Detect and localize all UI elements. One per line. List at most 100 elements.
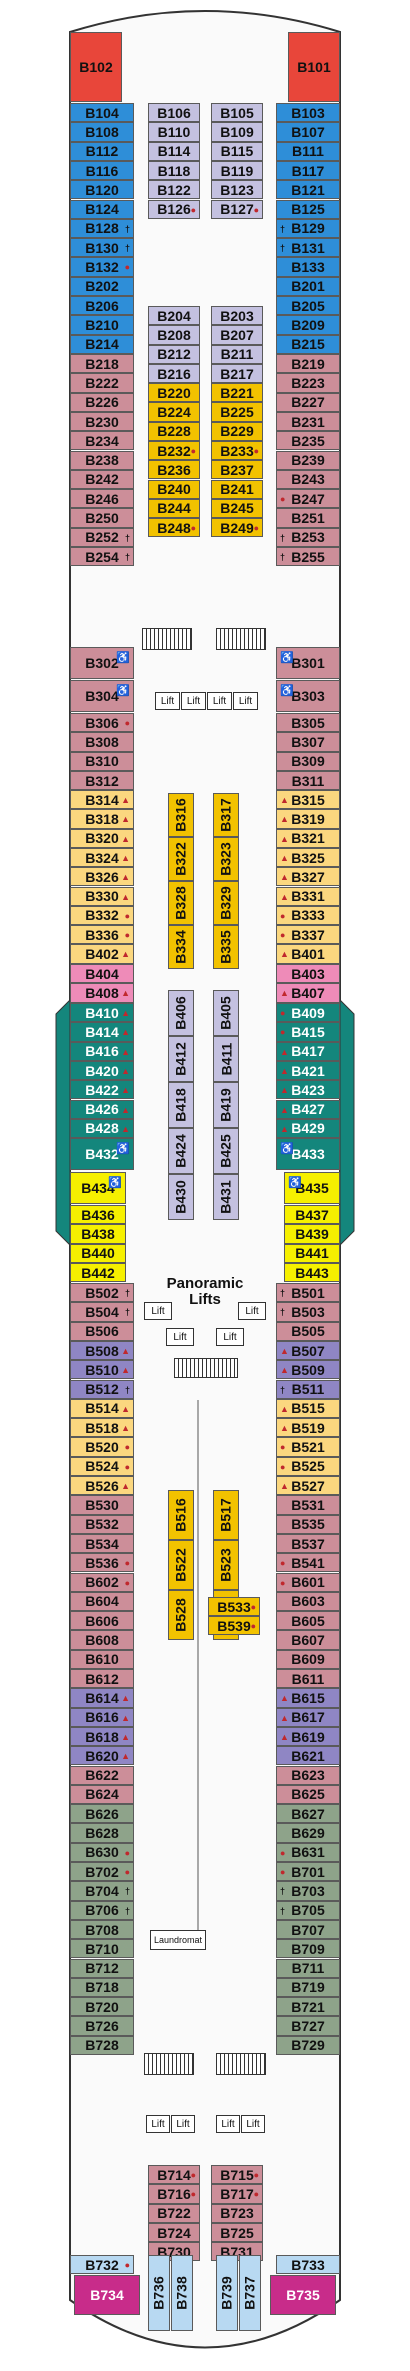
- cabin-b519[interactable]: B519▲: [276, 1418, 340, 1438]
- cabin-b525[interactable]: B525●: [276, 1456, 340, 1476]
- cabin-b440[interactable]: B440: [70, 1243, 126, 1263]
- cabin-b410[interactable]: B410▲: [70, 1003, 134, 1023]
- cabin-b714[interactable]: B714●: [148, 2165, 200, 2185]
- cabin-b441[interactable]: B441: [284, 1243, 340, 1263]
- cabin-b703[interactable]: B703†: [276, 1881, 340, 1901]
- cabin-b104[interactable]: B104: [70, 103, 134, 123]
- cabin-b442[interactable]: B442: [70, 1262, 126, 1283]
- cabin-b223[interactable]: B223: [276, 373, 340, 393]
- cabin-b109[interactable]: B109: [211, 122, 263, 142]
- cabin-b305[interactable]: B305: [276, 713, 340, 733]
- cabin-b726[interactable]: B726: [70, 2016, 134, 2036]
- cabin-b736[interactable]: B736: [148, 2255, 170, 2331]
- cabin-b233[interactable]: B233●: [211, 440, 263, 461]
- cabin-b701[interactable]: B701●: [276, 1862, 340, 1882]
- cabin-b501[interactable]: B501†: [276, 1283, 340, 1303]
- cabin-b527[interactable]: B527▲: [276, 1476, 340, 1496]
- cabin-b605[interactable]: B605: [276, 1611, 340, 1631]
- cabin-b433[interactable]: B433♿: [276, 1138, 340, 1170]
- cabin-b510[interactable]: B510▲: [70, 1360, 134, 1380]
- cabin-b203[interactable]: B203: [211, 306, 263, 326]
- cabin-b738[interactable]: B738: [171, 2255, 193, 2331]
- cabin-b435[interactable]: B435♿: [284, 1172, 340, 1204]
- cabin-b610[interactable]: B610: [70, 1649, 134, 1669]
- cabin-b536[interactable]: B536●: [70, 1553, 134, 1573]
- cabin-b706[interactable]: B706†: [70, 1900, 134, 1920]
- cabin-b715[interactable]: B715●: [211, 2165, 263, 2185]
- cabin-b115[interactable]: B115: [211, 141, 263, 161]
- cabin-b301[interactable]: B301♿: [276, 647, 340, 679]
- cabin-b728[interactable]: B728: [70, 2035, 134, 2055]
- cabin-b420[interactable]: B420▲: [70, 1060, 134, 1081]
- cabin-b629[interactable]: B629: [276, 1823, 340, 1843]
- cabin-b504[interactable]: B504†: [70, 1302, 134, 1322]
- cabin-b628[interactable]: B628: [70, 1823, 134, 1843]
- cabin-b443[interactable]: B443: [284, 1262, 340, 1283]
- cabin-b601[interactable]: B601●: [276, 1572, 340, 1592]
- cabin-b307[interactable]: B307: [276, 732, 340, 752]
- cabin-b422[interactable]: B422▲: [70, 1080, 134, 1100]
- cabin-b624[interactable]: B624: [70, 1784, 134, 1805]
- cabin-b523[interactable]: B523: [213, 1540, 239, 1590]
- cabin-b707[interactable]: B707: [276, 1919, 340, 1940]
- cabin-b103[interactable]: B103: [276, 103, 340, 123]
- cabin-b316[interactable]: B316: [168, 793, 194, 837]
- cabin-b215[interactable]: B215: [276, 334, 340, 354]
- cabin-b245[interactable]: B245: [211, 498, 263, 519]
- cabin-b208[interactable]: B208: [148, 325, 200, 345]
- cabin-b237[interactable]: B237: [211, 460, 263, 480]
- cabin-b241[interactable]: B241: [211, 479, 263, 499]
- cabin-b129[interactable]: B129†: [276, 218, 340, 239]
- cabin-b105[interactable]: B105: [211, 103, 263, 123]
- cabin-b229[interactable]: B229: [211, 421, 263, 441]
- cabin-b235[interactable]: B235: [276, 431, 340, 451]
- cabin-b627[interactable]: B627: [276, 1804, 340, 1824]
- cabin-b219[interactable]: B219: [276, 354, 340, 374]
- cabin-b429[interactable]: B429▲: [276, 1118, 340, 1139]
- cabin-b514[interactable]: B514▲: [70, 1398, 134, 1419]
- cabin-b238[interactable]: B238: [70, 450, 134, 470]
- cabin-b407[interactable]: B407▲: [276, 983, 340, 1003]
- cabin-b315[interactable]: B315▲: [276, 790, 340, 810]
- cabin-b517[interactable]: B517: [213, 1490, 239, 1540]
- cabin-b214[interactable]: B214: [70, 334, 134, 354]
- cabin-b528[interactable]: B528: [168, 1590, 194, 1640]
- cabin-b244[interactable]: B244: [148, 498, 200, 519]
- cabin-b210[interactable]: B210: [70, 315, 134, 335]
- cabin-b225[interactable]: B225: [211, 402, 263, 422]
- cabin-b207[interactable]: B207: [211, 325, 263, 345]
- cabin-b503[interactable]: B503†: [276, 1302, 340, 1322]
- cabin-b110[interactable]: B110: [148, 122, 200, 142]
- cabin-b250[interactable]: B250: [70, 508, 134, 528]
- cabin-b417[interactable]: B417▲: [276, 1041, 340, 1061]
- cabin-b201[interactable]: B201: [276, 276, 340, 296]
- cabin-b209[interactable]: B209: [276, 315, 340, 335]
- cabin-b330[interactable]: B330▲: [70, 886, 134, 906]
- cabin-b423[interactable]: B423▲: [276, 1080, 340, 1100]
- cabin-b246[interactable]: B246: [70, 489, 134, 509]
- cabin-b603[interactable]: B603: [276, 1591, 340, 1612]
- cabin-b242[interactable]: B242: [70, 469, 134, 490]
- cabin-b123[interactable]: B123: [211, 180, 263, 200]
- cabin-b309[interactable]: B309: [276, 751, 340, 771]
- cabin-b128[interactable]: B128†: [70, 218, 134, 239]
- cabin-b125[interactable]: B125: [276, 199, 340, 219]
- cabin-b611[interactable]: B611: [276, 1669, 340, 1689]
- cabin-b328[interactable]: B328: [168, 881, 194, 925]
- cabin-b314[interactable]: B314▲: [70, 790, 134, 810]
- cabin-b733[interactable]: B733: [276, 2255, 340, 2274]
- cabin-b721[interactable]: B721: [276, 1997, 340, 2017]
- cabin-b732[interactable]: B732●: [70, 2255, 134, 2274]
- cabin-b302[interactable]: B302♿: [70, 647, 134, 679]
- cabin-b520[interactable]: B520●: [70, 1437, 134, 1457]
- cabin-b406[interactable]: B406: [168, 990, 194, 1036]
- cabin-b612[interactable]: B612: [70, 1669, 134, 1689]
- cabin-b539[interactable]: B539●: [208, 1616, 260, 1635]
- cabin-b439[interactable]: B439: [284, 1224, 340, 1244]
- cabin-b734[interactable]: B734: [74, 2275, 140, 2315]
- cabin-b432[interactable]: B432♿: [70, 1138, 134, 1170]
- cabin-b408[interactable]: B408▲: [70, 983, 134, 1003]
- cabin-b534[interactable]: B534: [70, 1533, 134, 1554]
- cabin-b253[interactable]: B253†: [276, 527, 340, 547]
- cabin-b228[interactable]: B228: [148, 421, 200, 441]
